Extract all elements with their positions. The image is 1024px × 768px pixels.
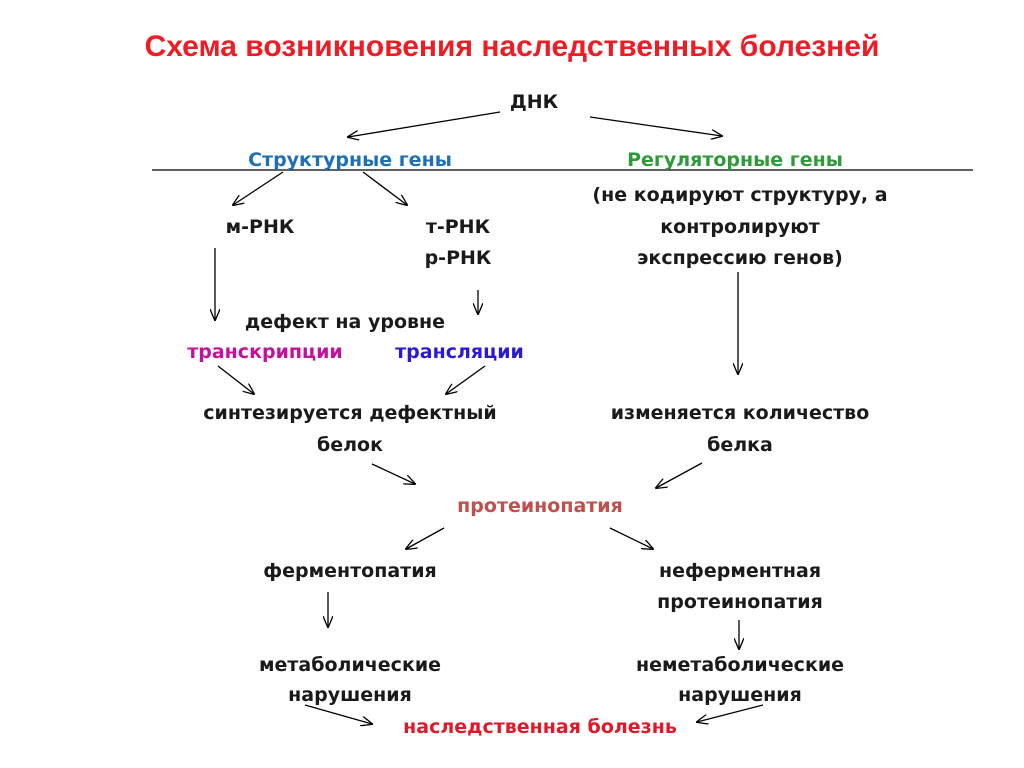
node-proteinopathy: протеинопатия (457, 495, 623, 517)
arrow-defective-to-proteinopathy (371, 463, 415, 484)
arrow-proteinopathy-to-fermentopathy (406, 527, 445, 549)
node-nonmetabolic-line-1: неметаболические (635, 654, 845, 676)
node-fermentopathy: ферментопатия (263, 560, 437, 582)
node-nonmetabolic-line-2: нарушения (678, 684, 802, 706)
arrow-metabolic-to-disease (304, 704, 372, 724)
node-hereditary-disease: наследственная болезнь (403, 716, 677, 738)
regulatory-note-line-2: контролируют (660, 216, 820, 238)
node-structural-genes: Структурные гены (248, 149, 452, 171)
node-dna: ДНК (509, 91, 559, 113)
node-mrna: м-РНК (225, 216, 295, 238)
node-metabolic-line-2: нарушения (288, 684, 412, 706)
node-regulatory-genes: Регуляторные гены (627, 149, 843, 171)
node-trna: т-РНК (425, 216, 491, 238)
arrow-structural-to-mrna (233, 171, 284, 205)
node-defective-protein-line-2: белок (316, 434, 384, 456)
node-metabolic-line-1: метаболические (258, 654, 442, 676)
node-protein-amount-line-2: белка (707, 434, 773, 456)
node-rrna: р-РНК (424, 247, 492, 269)
arrow-structural-to-trna (362, 171, 407, 205)
node-nonenzymatic-line-1: неферментная (658, 560, 822, 582)
arrow-amount-to-proteinopathy (656, 462, 703, 488)
node-nonenzymatic-line-2: протеинопатия (657, 591, 823, 613)
arrow-dna-to-structural (348, 111, 501, 137)
arrow-proteinopathy-to-nonenzymatic (609, 527, 653, 549)
regulatory-note-line-3: экспрессию генов) (637, 247, 843, 269)
regulatory-note-line-1: (не кодируют структуру, а (592, 184, 888, 206)
node-defective-protein-line-1: синтезируется дефектный (203, 402, 497, 424)
node-transcription: транскрипции (187, 341, 343, 363)
arrow-transcription-to-protein (217, 365, 254, 394)
arrow-translation-to-protein (446, 365, 486, 394)
node-translation: трансляции (395, 341, 524, 363)
arrow-nonmetabolic-to-disease (697, 704, 764, 722)
arrow-dna-to-regulatory (589, 116, 722, 136)
node-protein-amount-line-1: изменяется количество (610, 402, 870, 424)
node-defect-level: дефект на уровне (244, 311, 446, 333)
page-title: Схема возникновения наследственных болез… (144, 30, 880, 63)
